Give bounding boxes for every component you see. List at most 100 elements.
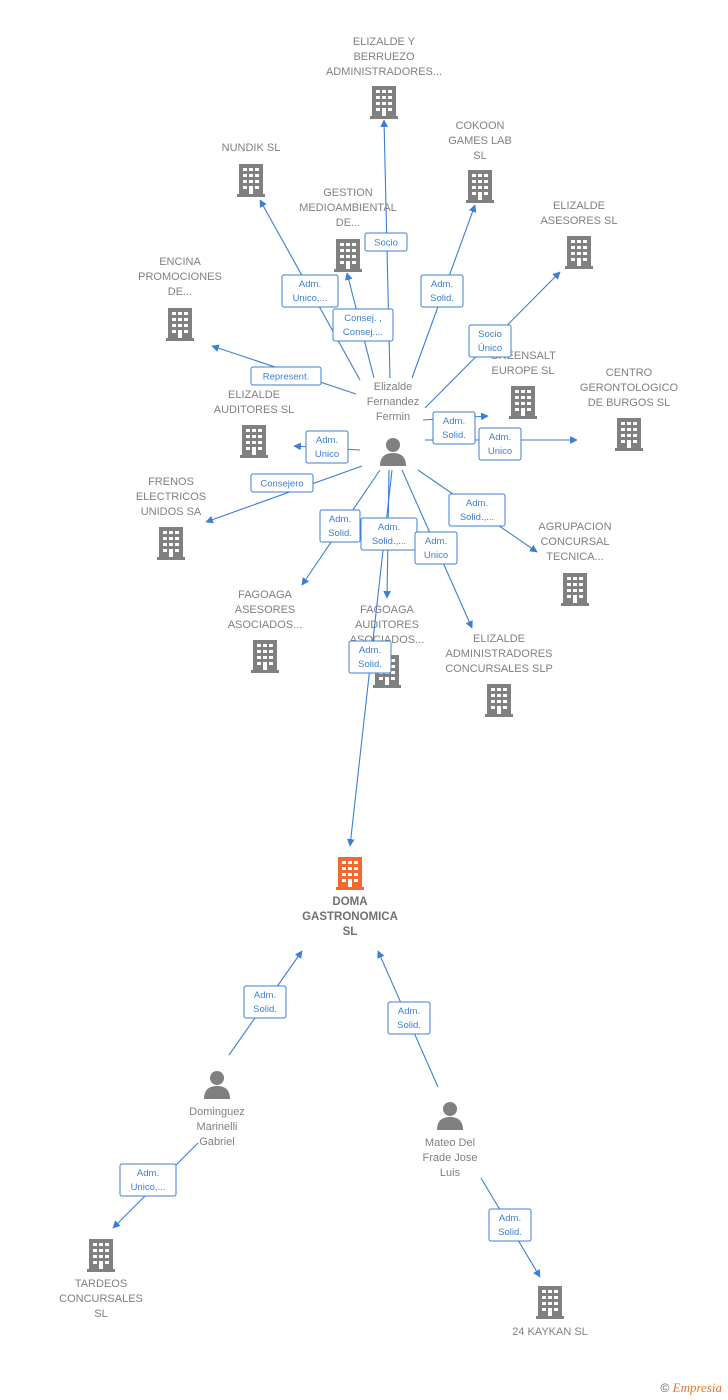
node-label[interactable]: ASESORES — [235, 604, 296, 616]
node-nundik[interactable]: NUNDIK SL — [222, 142, 281, 197]
node-label[interactable]: ADMINISTRADORES — [446, 648, 553, 660]
edge-label-box[interactable] — [364, 232, 408, 252]
edge-label-box[interactable] — [488, 1208, 532, 1242]
edge-label[interactable]: Adm.Unico,... — [119, 1163, 177, 1197]
node-label[interactable]: Mateo Del — [425, 1137, 475, 1149]
node-label[interactable]: ELIZALDE — [553, 200, 605, 212]
node-label[interactable]: NUNDIK SL — [222, 142, 281, 154]
node-label[interactable]: Fermin — [376, 411, 410, 423]
node-label[interactable]: FRENOS — [148, 476, 194, 488]
building-icon[interactable] — [565, 236, 593, 269]
edge-label-box[interactable] — [478, 427, 522, 461]
building-icon[interactable] — [370, 86, 398, 119]
node-label[interactable]: EUROPE SL — [492, 365, 555, 377]
person-icon[interactable] — [380, 438, 406, 466]
node-label[interactable]: UNIDOS SA — [141, 506, 202, 518]
node-label[interactable]: PROMOCIONES — [138, 271, 222, 283]
building-icon[interactable] — [561, 573, 589, 606]
node-label[interactable]: CENTRO — [606, 367, 653, 379]
edge-label[interactable]: Adm.Solid. — [319, 509, 361, 543]
node-label[interactable]: Frade Jose — [422, 1152, 477, 1164]
node-label[interactable]: ELECTRICOS — [136, 491, 206, 503]
node-frenos[interactable]: FRENOS ELECTRICOS UNIDOS SA — [136, 476, 206, 560]
node-label[interactable]: ELIZALDE Y — [353, 36, 416, 48]
node-label[interactable]: ELIZALDE — [228, 389, 280, 401]
building-icon[interactable] — [240, 425, 268, 458]
edge-label-box[interactable] — [387, 1001, 431, 1035]
edge-label-box[interactable] — [432, 411, 476, 445]
building-icon[interactable] — [251, 640, 279, 673]
node-label[interactable]: ENCINA — [159, 256, 201, 268]
edge-label[interactable]: Adm.Solid.,... — [360, 517, 418, 551]
node-label[interactable]: ADMINISTRADORES... — [326, 66, 442, 78]
node-label[interactable]: ELIZALDE — [473, 633, 525, 645]
edge-label[interactable]: Adm.Solid. — [348, 640, 392, 674]
node-label[interactable]: 24 KAYKAN SL — [512, 1326, 588, 1338]
edge-label-box[interactable] — [332, 308, 394, 342]
edge-label[interactable]: Adm.Solid. — [432, 411, 476, 445]
edge-label[interactable]: Adm.Solid. — [488, 1208, 532, 1242]
node-kaykan[interactable]: 24 KAYKAN SL — [512, 1286, 588, 1338]
node-label[interactable]: DE BURGOS SL — [588, 397, 671, 409]
building-icon[interactable] — [87, 1239, 115, 1272]
node-label[interactable]: Fernandez — [367, 396, 420, 408]
person-icon[interactable] — [204, 1071, 230, 1099]
edge-label-box[interactable] — [250, 366, 322, 386]
edge-label[interactable]: Adm.Solid. — [243, 985, 287, 1019]
edge-label-box[interactable] — [448, 493, 506, 527]
edge-label[interactable]: Adm.Solid. — [420, 274, 464, 308]
node-label[interactable]: MEDIOAMBIENTAL — [299, 202, 397, 214]
node-label[interactable]: CONCURSALES SLP — [445, 663, 553, 675]
node-label[interactable]: Marinelli — [197, 1121, 238, 1133]
edge-label-box[interactable] — [348, 640, 392, 674]
node-label[interactable]: GESTION — [323, 187, 373, 199]
node-label[interactable]: COKOON — [456, 120, 505, 132]
node-label[interactable]: GERONTOLOGICO — [580, 382, 679, 394]
node-label[interactable]: Gabriel — [199, 1136, 234, 1148]
building-icon[interactable] — [237, 164, 265, 197]
node-label[interactable]: CONCURSALES — [59, 1293, 143, 1305]
node-label[interactable]: CONCURSAL — [540, 536, 609, 548]
node-label[interactable]: GASTRONOMICA — [302, 911, 398, 923]
node-label[interactable]: Elizalde — [374, 381, 413, 393]
building-icon[interactable] — [485, 684, 513, 717]
node-label[interactable]: AUDITORES SL — [214, 404, 295, 416]
building-icon[interactable] — [509, 386, 537, 419]
person-icon[interactable] — [437, 1102, 463, 1130]
edge-label[interactable]: Consej. ,Consej.... — [332, 308, 394, 342]
node-fagoaga_asesores[interactable]: FAGOAGA ASESORES ASOCIADOS... — [228, 589, 303, 673]
edge-label[interactable]: Adm.Solid. — [387, 1001, 431, 1035]
node-centro[interactable]: CENTRO GERONTOLOGICO DE BURGOS SL — [580, 367, 679, 451]
node-label[interactable]: TECNICA... — [546, 551, 603, 563]
node-label[interactable]: SL — [473, 150, 486, 162]
node-label[interactable]: FAGOAGA — [238, 589, 292, 601]
node-label[interactable]: TARDEOS — [75, 1278, 127, 1290]
node-label[interactable]: DE... — [168, 286, 192, 298]
node-elizalde_admin[interactable]: ELIZALDE ADMINISTRADORES CONCURSALES SLP — [445, 633, 553, 717]
node-label[interactable]: BERRUEZO — [353, 51, 415, 63]
edge-label-box[interactable] — [305, 430, 349, 464]
building-icon[interactable] — [334, 239, 362, 272]
node-elizalde_auditores[interactable]: ELIZALDE AUDITORES SL — [214, 389, 295, 458]
main-company-building-icon[interactable] — [336, 857, 364, 890]
node-label[interactable]: AUDITORES — [355, 619, 419, 631]
edge-label[interactable]: Adm.Unico — [305, 430, 349, 464]
building-icon[interactable] — [615, 418, 643, 451]
edge-label-box[interactable] — [281, 274, 339, 308]
edge-label[interactable]: Socio — [364, 232, 408, 252]
node-label[interactable]: Dominguez — [189, 1106, 245, 1118]
node-label[interactable]: Luis — [440, 1167, 461, 1179]
node-encina[interactable]: ENCINA PROMOCIONES DE... — [138, 256, 222, 341]
node-label[interactable]: SL — [343, 926, 358, 938]
node-label[interactable]: ASESORES SL — [540, 215, 617, 227]
node-elizalde_asesores[interactable]: ELIZALDE ASESORES SL — [540, 200, 618, 269]
building-icon[interactable] — [466, 170, 494, 203]
node-label[interactable]: ASOCIADOS... — [228, 619, 303, 631]
